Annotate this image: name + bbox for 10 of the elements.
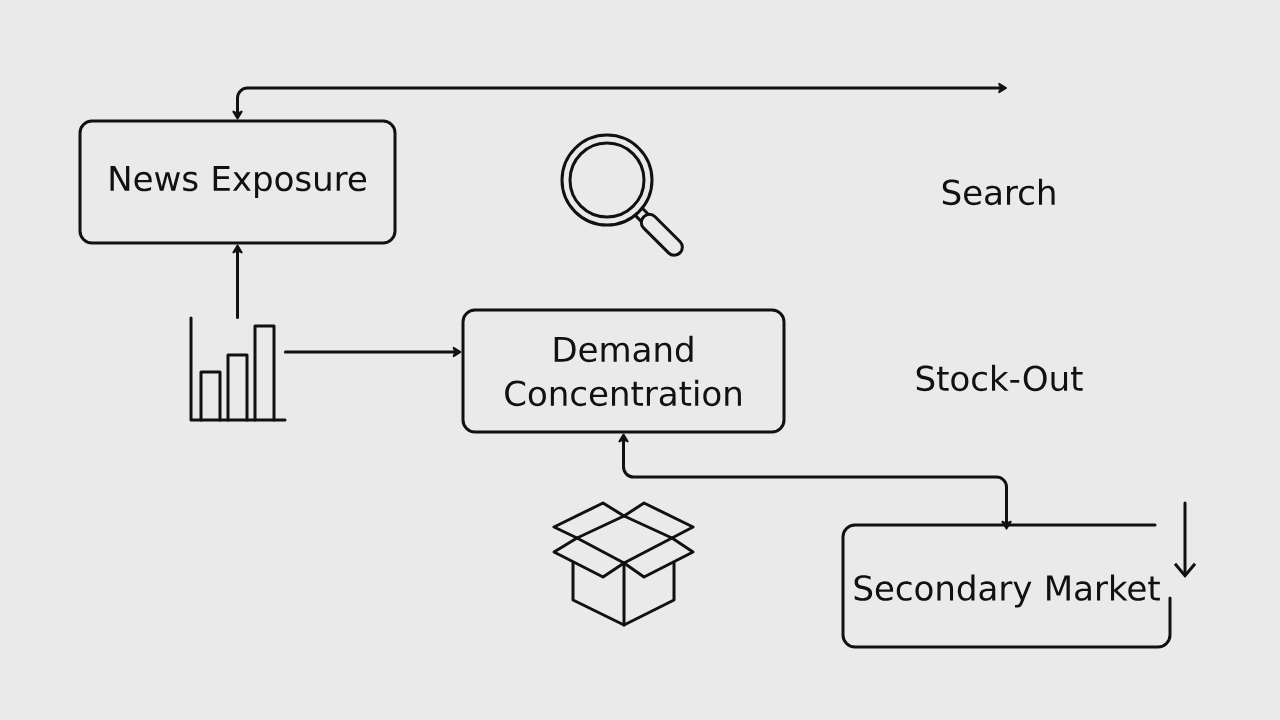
arrow bbox=[283, 346, 462, 358]
arrow bbox=[618, 433, 1012, 530]
process-box: Demand Concentration bbox=[461, 308, 786, 434]
arrow bbox=[232, 82, 1007, 120]
bar-chart-icon bbox=[189, 316, 287, 422]
arrow bbox=[232, 244, 243, 320]
process-box: News Exposure bbox=[78, 119, 397, 245]
process-box: Secondary Market bbox=[841, 523, 1172, 649]
text-label: Search bbox=[942, 178, 1055, 206]
text-label: Stock-Out bbox=[916, 364, 1083, 392]
